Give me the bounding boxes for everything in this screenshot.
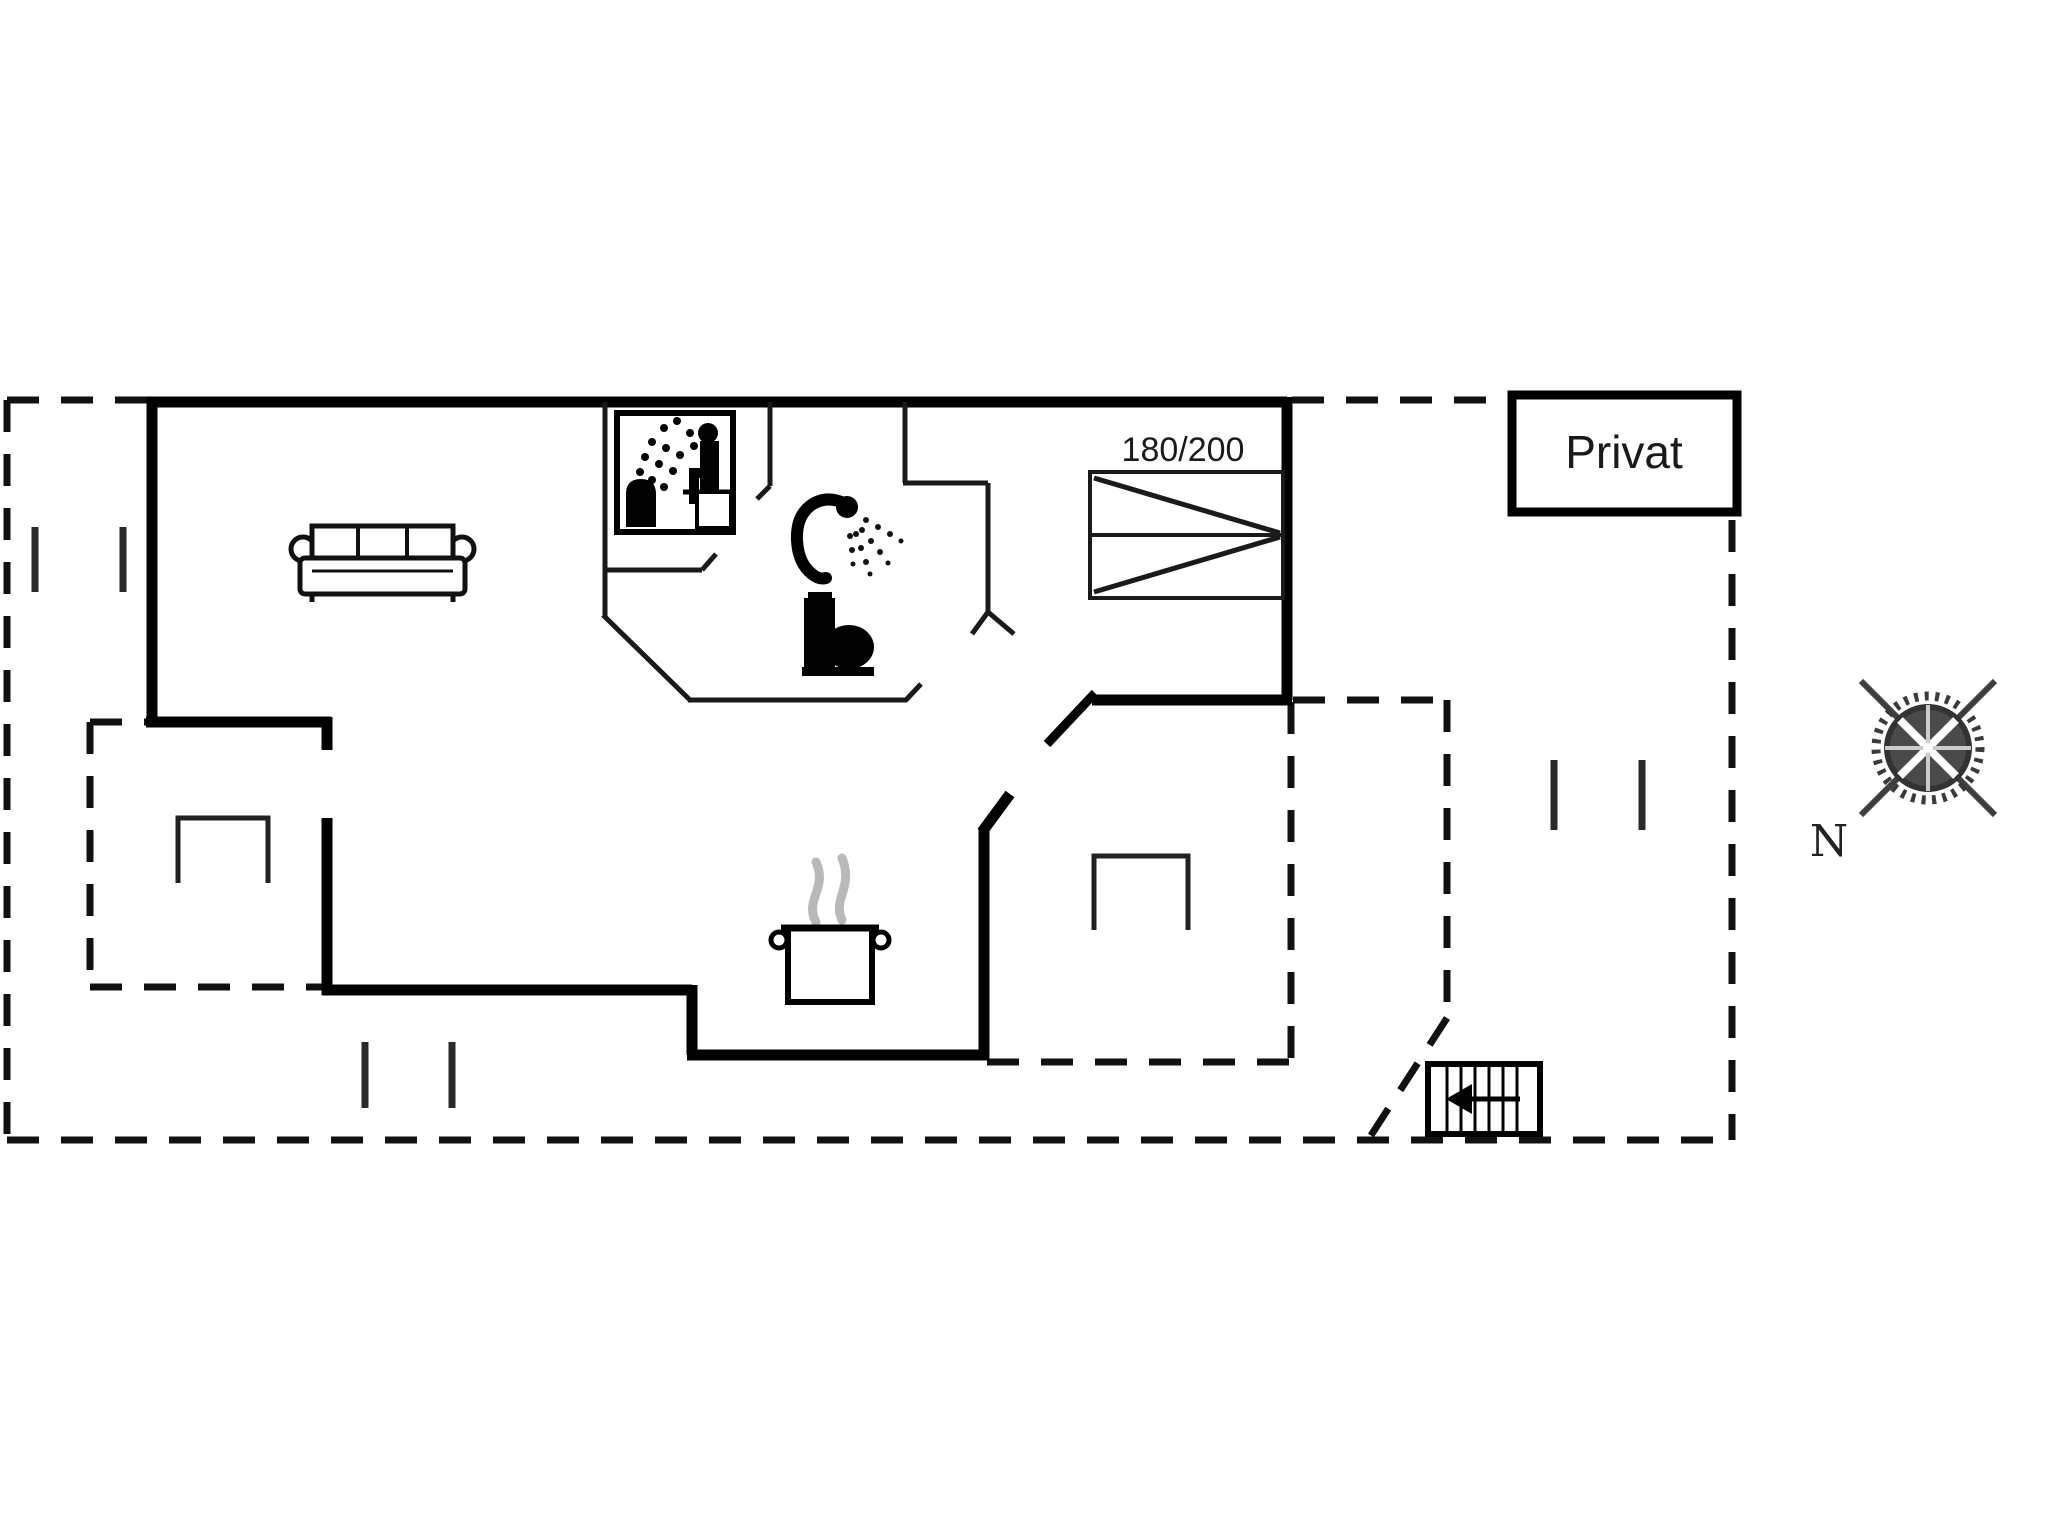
double-bed-icon [1088,470,1285,600]
bed-duvet-fold-bottom [1093,534,1281,595]
exterior-walls [146,396,1293,1061]
toilet-base [802,667,874,676]
compass-gear-ring [1871,691,1985,805]
terrace-table-icon [175,815,271,883]
sauna-bench [695,490,733,530]
sofa-icon [288,523,477,602]
privat-sign-label: Privat [1565,426,1683,478]
privat-sign: Privat [1507,390,1742,517]
bathroom-east-wall [902,402,991,612]
pot-steam [808,857,824,927]
toilet-lid [808,592,832,598]
sauna-partition-wall [605,552,718,573]
bathroom-stub-wall [755,402,773,501]
shower-icon [790,493,904,585]
pot-steam [834,853,851,925]
east-terrace-diagonal-dash [1365,1016,1450,1142]
dashed-boundary [3,396,1736,1144]
bathroom-walls [601,402,1016,703]
stairs-icon [1425,1061,1543,1137]
compass-center-dot [1923,743,1933,753]
shower-head [836,496,858,518]
bathroom-south-wall [688,682,923,703]
toilet-bowl [824,625,874,669]
shower-spray-dots [847,517,904,577]
bathroom-chamfer-wall [601,613,693,703]
pot-body [785,925,875,1005]
toilet-icon [802,592,874,676]
stairs-arrow-head [1446,1084,1472,1114]
shower-arm [790,493,852,585]
sauna-icon [614,410,736,535]
north-label: N [1810,816,1849,867]
kitchen-east-diagonal [977,790,1015,836]
sofa-seat [297,555,468,597]
sofa-feet [309,594,456,602]
terrace-table-icon [1091,853,1191,930]
pot-handle [870,929,892,951]
bed-size-label: 180/200 [1122,431,1245,469]
pot-handle [768,929,790,951]
sauna-person [689,423,719,504]
privat-sign-frame [1507,390,1742,517]
compass-rose-icon [1858,678,1998,818]
cooking-pot-icon [768,853,892,1005]
bed-duvet-fold-top [1093,475,1281,536]
sauna-stove [626,479,656,527]
sauna-steam-dots [636,417,698,491]
bathroom-door-jamb-ticks [969,610,1016,636]
window-markers [31,527,1646,1108]
bedroom-terrace-door-leaf [1043,689,1099,748]
